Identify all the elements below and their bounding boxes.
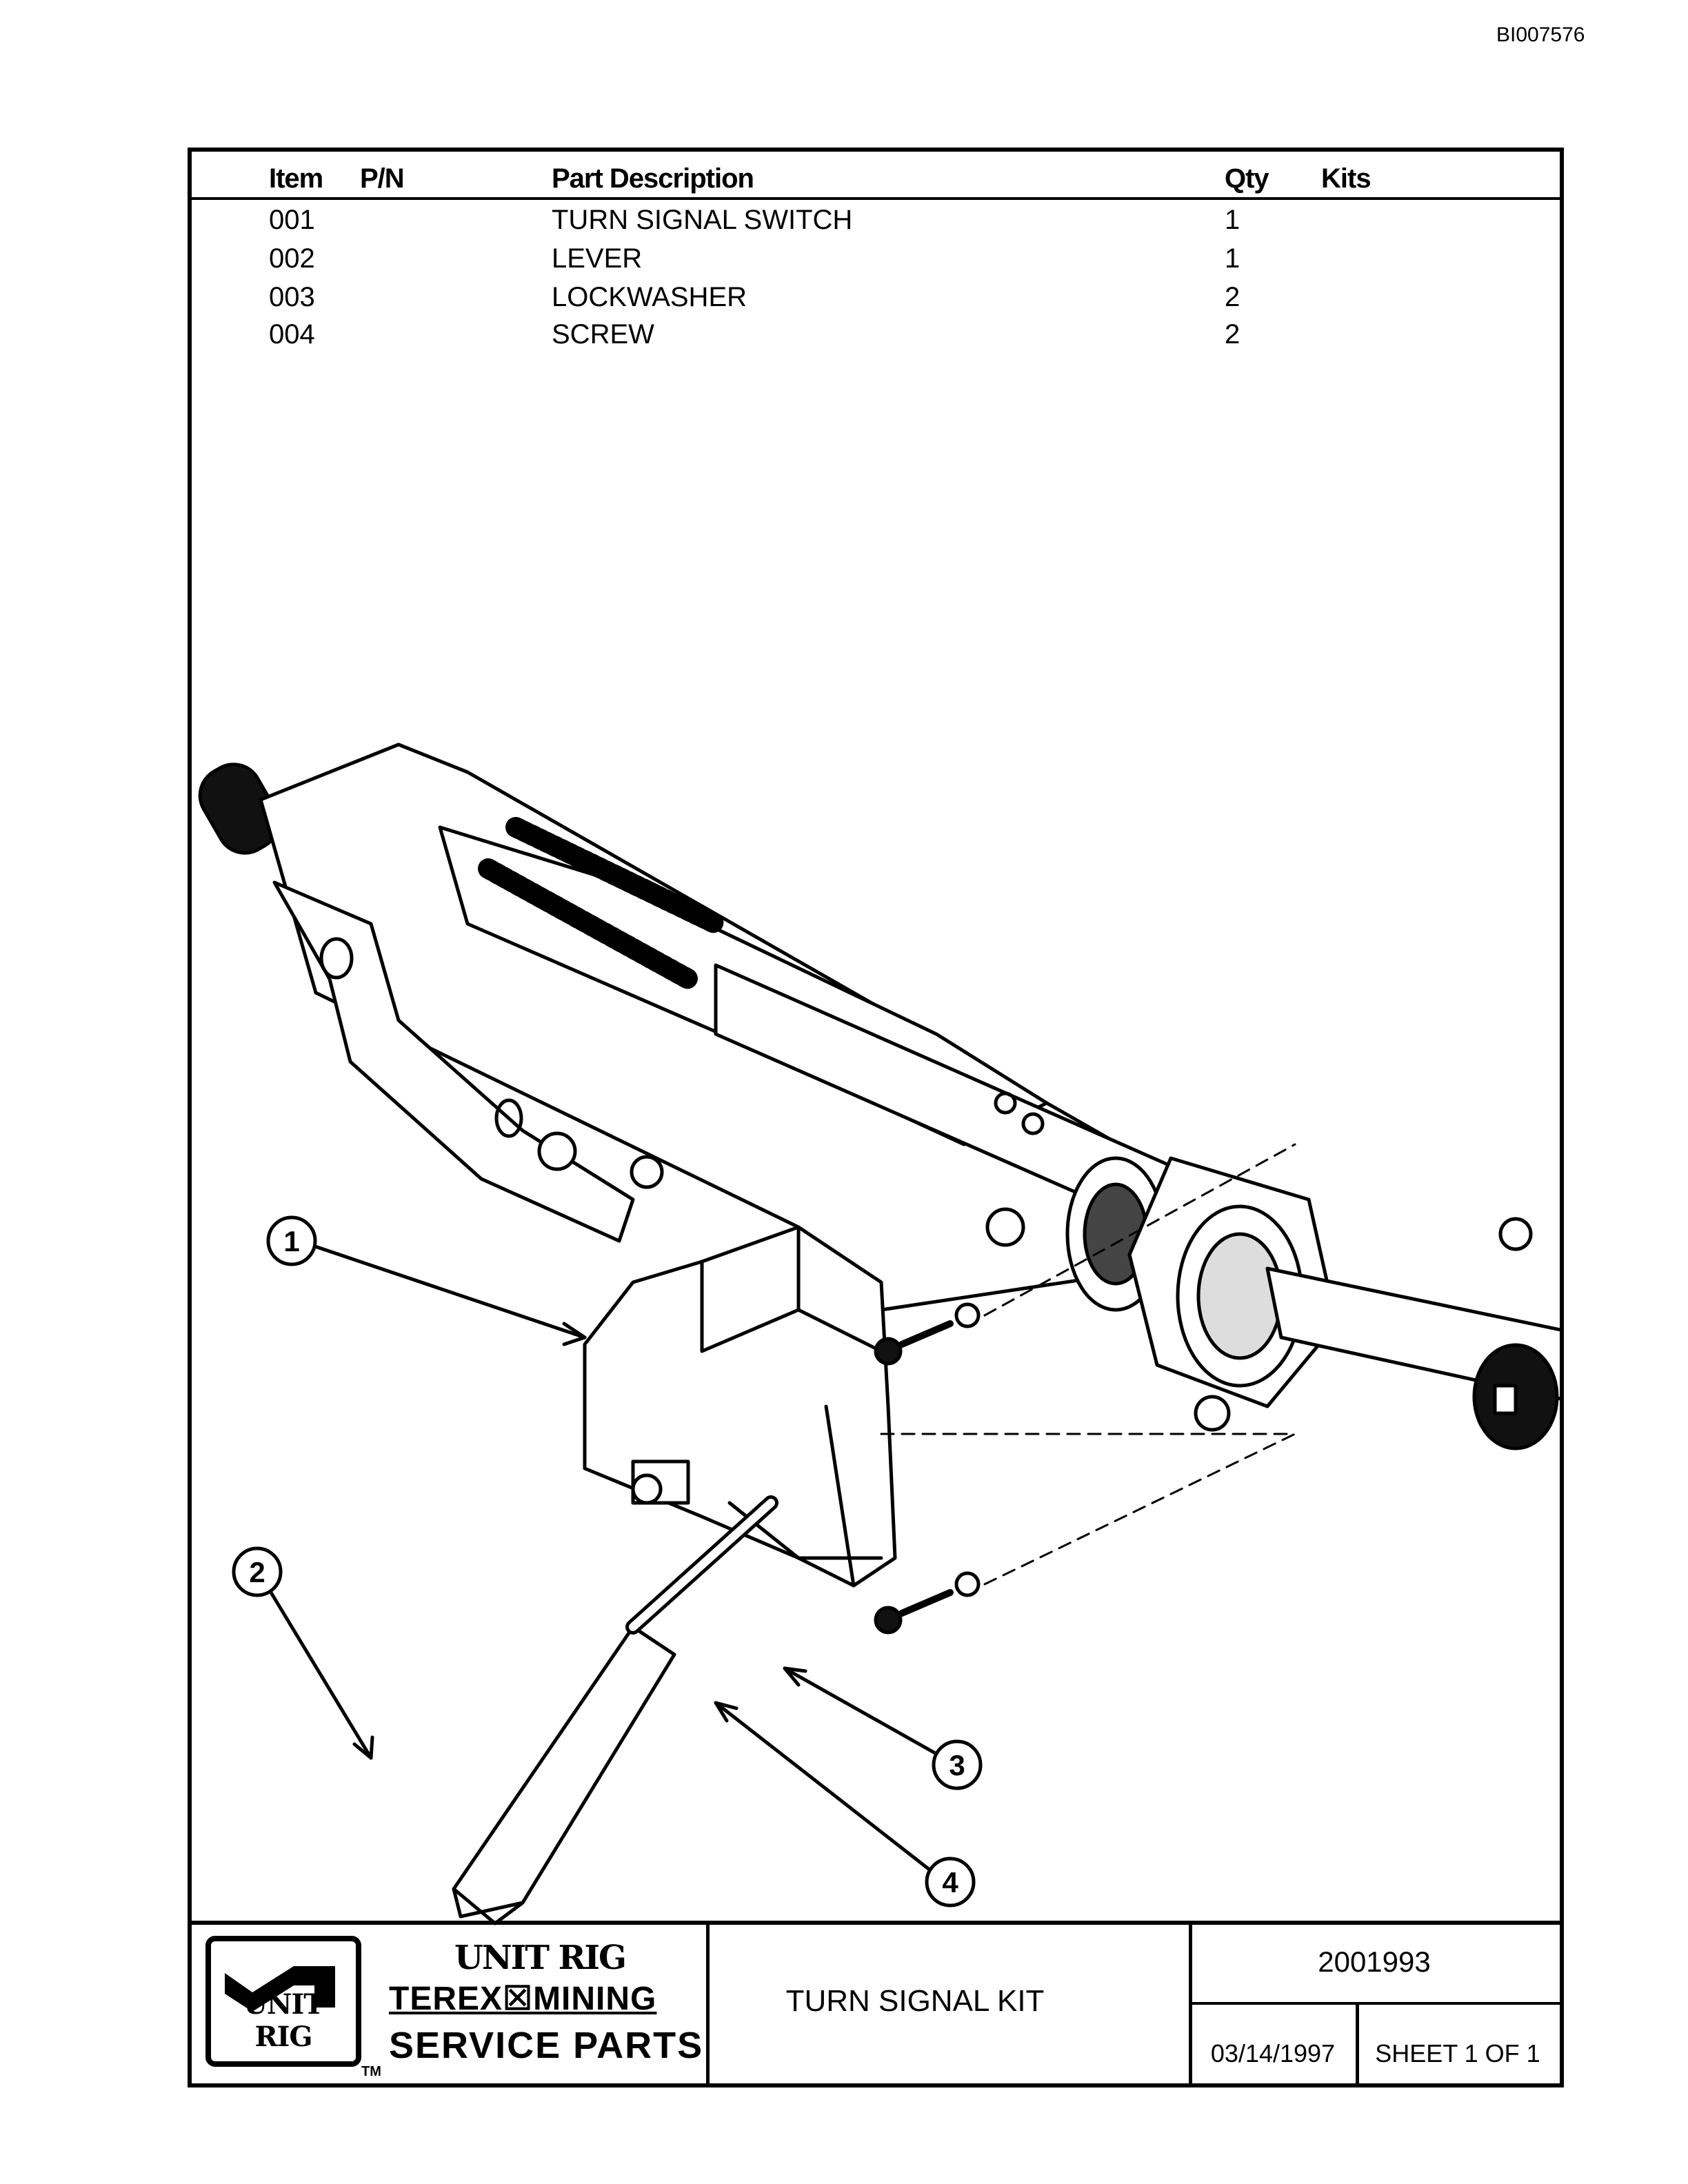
header-qty: Qty bbox=[1225, 163, 1269, 194]
header-pn: P/N bbox=[360, 163, 405, 194]
document-id: BI007576 bbox=[1496, 23, 1585, 46]
title-block-rule bbox=[1189, 2002, 1560, 2005]
row-2-item: 002 bbox=[269, 243, 315, 274]
title-block: UNIT RIG TM UNIT RIG TEREX☒MINING SERVIC… bbox=[192, 1921, 1560, 2083]
drawing-date: 03/14/1997 bbox=[1210, 2039, 1336, 2067]
callouts: 1 2 3 4 bbox=[232, 1215, 983, 1908]
sheet-number: SHEET 1 OF 1 bbox=[1375, 2039, 1540, 2067]
brand-service-parts: SERVICE PARTS bbox=[389, 2025, 704, 2066]
row-1-qty: 1 bbox=[1225, 205, 1240, 235]
row-1-description: TURN SIGNAL SWITCH bbox=[552, 205, 853, 235]
exploded-view-drawing: 1 2 3 4 bbox=[198, 742, 1560, 1925]
unit-rig-logo: UNIT RIG bbox=[205, 1936, 361, 2067]
callout-3: 3 bbox=[949, 1749, 965, 1781]
trademark: TM bbox=[361, 2064, 381, 2079]
unit-rig-logo-mark bbox=[225, 1966, 335, 2012]
brand-terex-mining: TEREX☒MINING bbox=[389, 1981, 657, 2017]
row-4-item: 004 bbox=[269, 319, 315, 350]
steering-column-assembly bbox=[198, 742, 1560, 1450]
row-4-description: SCREW bbox=[552, 319, 654, 350]
header-item: Item bbox=[269, 163, 323, 194]
row-3-qty: 2 bbox=[1225, 282, 1240, 312]
screws-and-lockwashers bbox=[874, 1302, 981, 1635]
logo-text: UNIT RIG bbox=[243, 1988, 324, 2053]
header-description: Part Description bbox=[552, 163, 754, 194]
row-1-item: 001 bbox=[269, 205, 315, 235]
dashed-alignment-lines bbox=[880, 1143, 1296, 1586]
row-3-item: 003 bbox=[269, 282, 315, 312]
drawing-sheet: Item P/N Part Description Qty Kits 001 T… bbox=[188, 148, 1564, 2087]
callout-4: 4 bbox=[942, 1866, 958, 1899]
callout-2: 2 bbox=[249, 1556, 265, 1588]
row-2-description: LEVER bbox=[552, 243, 643, 274]
brand-unit-rig: UNIT RIG bbox=[454, 1939, 627, 1977]
callout-1: 1 bbox=[283, 1225, 299, 1257]
row-4-qty: 2 bbox=[1225, 319, 1240, 350]
title-block-divider bbox=[1356, 2002, 1359, 2083]
row-2-qty: 1 bbox=[1225, 243, 1240, 274]
header-rule bbox=[192, 197, 1560, 200]
header-kits: Kits bbox=[1321, 163, 1372, 194]
part-number: 2001993 bbox=[1318, 1945, 1431, 1978]
title-block-divider bbox=[706, 1925, 710, 2083]
row-3-description: LOCKWASHER bbox=[552, 282, 747, 312]
drawing-title: TURN SIGNAL KIT bbox=[785, 1984, 1045, 2018]
turn-signal-switch bbox=[583, 1225, 897, 1588]
